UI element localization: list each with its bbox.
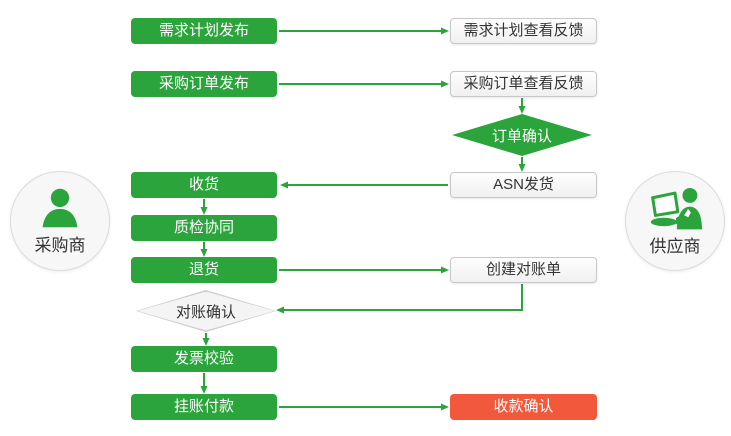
node-po-publish: 采购订单发布	[131, 71, 277, 97]
node-order-confirm-label: 订单确认	[491, 127, 552, 145]
node-invoice-verification: 发票校验	[131, 346, 277, 372]
actor-supplier: 供应商	[625, 171, 725, 271]
actor-buyer-label: 采购商	[34, 235, 86, 255]
node-statement-confirm-label: 对账确认	[175, 303, 236, 321]
node-demand-plan-feedback: 需求计划查看反馈	[450, 18, 597, 44]
actor-buyer: 采购商	[10, 171, 110, 271]
node-receiving: 收货	[131, 172, 277, 198]
node-returns: 退货	[131, 257, 277, 283]
node-quality-inspection: 质检协同	[131, 215, 277, 241]
actor-supplier-label: 供应商	[649, 236, 701, 256]
node-create-statement: 创建对账单	[450, 257, 597, 283]
person-icon	[42, 188, 78, 227]
node-receipt-confirm: 收款确认	[450, 394, 597, 420]
person-laptop-icon	[650, 187, 702, 229]
node-demand-plan-publish: 需求计划发布	[131, 18, 277, 44]
edge-statement-to-confirm	[276, 284, 523, 314]
node-asn-shipping: ASN发货	[450, 172, 597, 198]
node-po-feedback: 采购订单查看反馈	[450, 71, 597, 97]
node-statement-confirm: 对账确认	[136, 290, 276, 332]
node-order-confirm: 订单确认	[452, 114, 592, 156]
node-payment-on-account: 挂账付款	[131, 394, 277, 420]
